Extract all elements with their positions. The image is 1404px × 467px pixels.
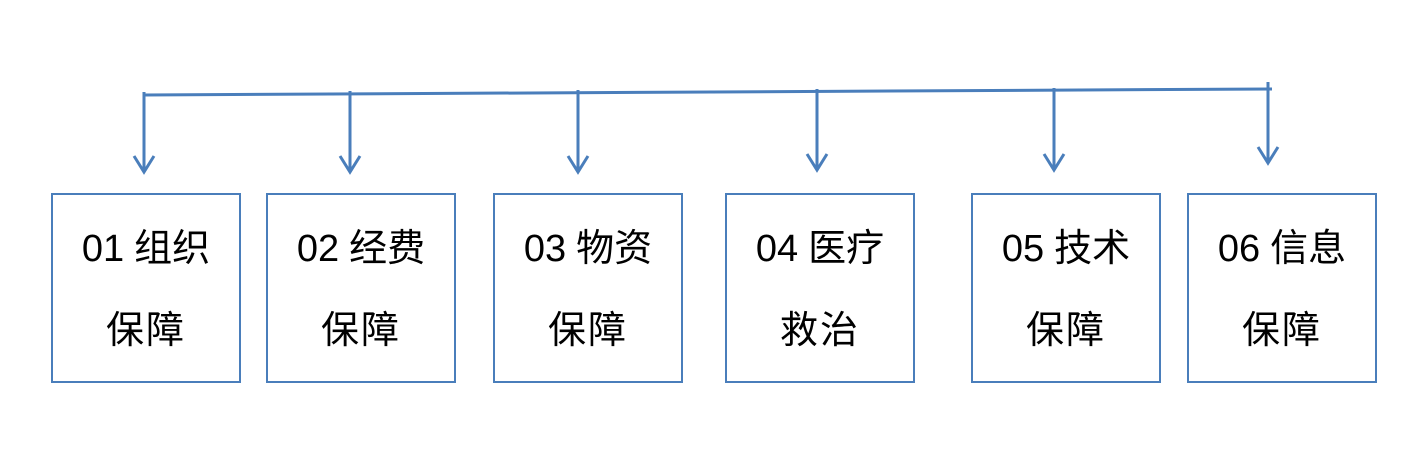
- horizontal-bus-line: [143, 87, 1273, 97]
- box-number: 01: [81, 228, 125, 270]
- box-subtitle: 保障: [105, 308, 186, 352]
- box-title: 组织: [134, 226, 211, 270]
- box-subtitle: 保障: [320, 308, 401, 352]
- box-subtitle: 救治: [779, 308, 860, 352]
- arrow-1-head: [132, 155, 156, 175]
- arrow-5-head: [1042, 153, 1066, 173]
- box-title: 信息: [1270, 226, 1347, 270]
- box-title: 经费: [349, 226, 426, 270]
- box-subtitle: 保障: [547, 308, 628, 352]
- box-number: 04: [755, 228, 799, 270]
- box-subtitle: 保障: [1241, 308, 1322, 352]
- box-number: 05: [1001, 228, 1045, 270]
- arrow-3-head: [566, 155, 590, 175]
- box-number: 06: [1217, 228, 1261, 270]
- arrow-6-head: [1256, 146, 1280, 166]
- box-title: 物资: [576, 226, 653, 270]
- box-title: 医疗: [808, 226, 885, 270]
- box-number: 03: [523, 228, 567, 270]
- arrow-2-head: [338, 155, 362, 175]
- box-number: 02: [296, 228, 340, 270]
- arrow-4-head: [805, 153, 829, 173]
- box-title: 技术: [1054, 226, 1131, 270]
- box-subtitle: 保障: [1025, 308, 1106, 352]
